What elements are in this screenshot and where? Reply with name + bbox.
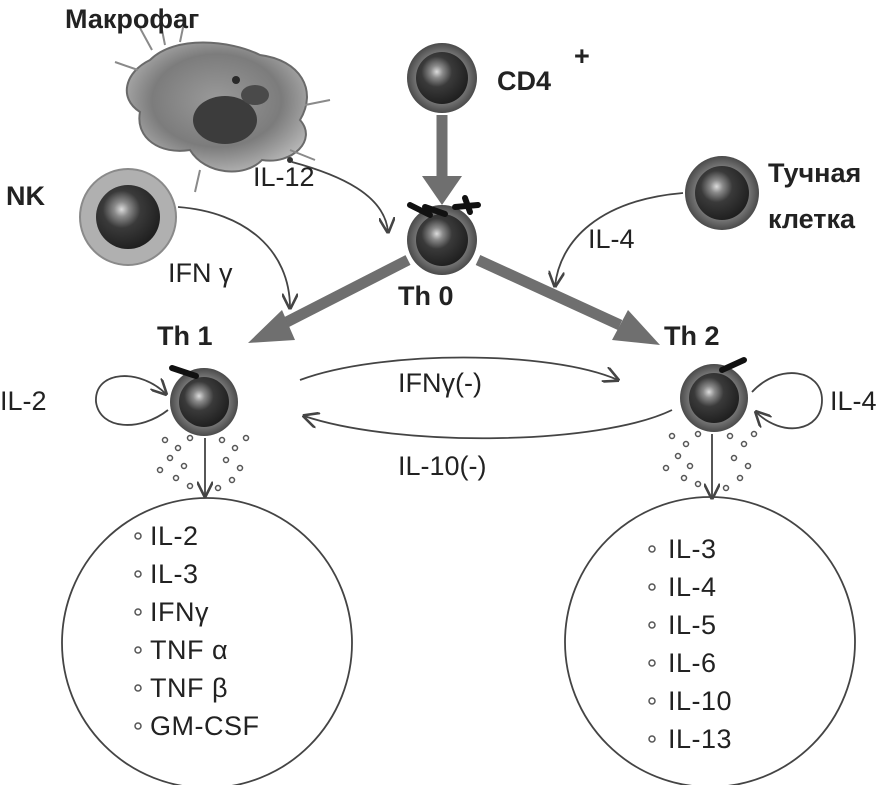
ifng-inhibition-label: IFNγ(-) — [398, 368, 482, 398]
il12-label: IL-12 — [253, 162, 315, 192]
th0-to-th1-arrow — [248, 255, 411, 343]
il2-autocrine-label: IL-2 — [0, 386, 47, 416]
product-item: IL-3 — [150, 559, 199, 589]
il4-autocrine-label: IL-4 — [830, 386, 877, 416]
product-item: IL-5 — [668, 610, 717, 640]
th0-label: Th 0 — [398, 281, 454, 311]
cd4-cell — [407, 43, 477, 113]
product-item: IL-10 — [668, 686, 732, 716]
il12-arrow — [291, 161, 388, 232]
product-bullet — [648, 659, 656, 667]
il4-mast-label: IL-4 — [588, 224, 635, 254]
product-bullet — [648, 621, 656, 629]
nk-label: NK — [6, 181, 45, 211]
cd4-superscript: + — [574, 41, 590, 71]
mast-cell-label-line2: клетка — [768, 204, 856, 234]
il10-inhibition-label: IL-10(-) — [398, 451, 487, 481]
il4-autocrine-loop — [751, 372, 823, 430]
product-item: TNF β — [150, 673, 228, 703]
product-item: IL-2 — [150, 521, 199, 551]
product-bullet — [134, 722, 142, 730]
ifng-inhibition-arrow — [299, 356, 618, 381]
product-item: IL-6 — [668, 648, 717, 678]
nk-cell — [79, 168, 177, 266]
il2-autocrine-loop — [95, 375, 168, 426]
product-bullet — [134, 570, 142, 578]
product-bullet — [134, 646, 142, 654]
cd4-label: CD4 — [497, 66, 551, 96]
product-item: IL-3 — [668, 534, 717, 564]
th2-cell — [680, 357, 748, 432]
product-bullet — [134, 608, 142, 616]
ifng-nk-label: IFN γ — [168, 258, 233, 288]
product-item: GM-CSF — [150, 711, 259, 741]
th1-cell — [169, 365, 238, 436]
th0-cell — [407, 195, 481, 275]
product-item: IFNγ — [150, 597, 209, 627]
product-bullet — [648, 545, 656, 553]
product-item: IL-4 — [668, 572, 717, 602]
product-bullet — [134, 684, 142, 692]
th0-to-th2-arrow — [475, 254, 660, 345]
product-item: IL-13 — [668, 724, 732, 754]
mast-cell-label-line1: Тучная — [768, 158, 861, 188]
th2-secretion-granules — [662, 430, 758, 492]
th2-label: Th 2 — [664, 321, 720, 351]
product-bullet — [134, 532, 142, 540]
macrophage-label: Макрофаг — [65, 4, 199, 34]
product-item: TNF α — [150, 635, 228, 665]
macrophage-cell — [114, 17, 331, 193]
product-bullet — [648, 697, 656, 705]
il10-inhibition-arrow — [304, 409, 673, 440]
th1-label: Th 1 — [157, 321, 213, 351]
product-bullet — [648, 583, 656, 591]
mast-cell — [685, 156, 759, 230]
cd4-to-th0-arrow — [422, 115, 462, 205]
il4-mast-arrow — [555, 192, 684, 286]
th1-secretion-granules — [156, 434, 250, 492]
product-bullet — [648, 735, 656, 743]
ifng-nk-arrow — [177, 206, 290, 308]
